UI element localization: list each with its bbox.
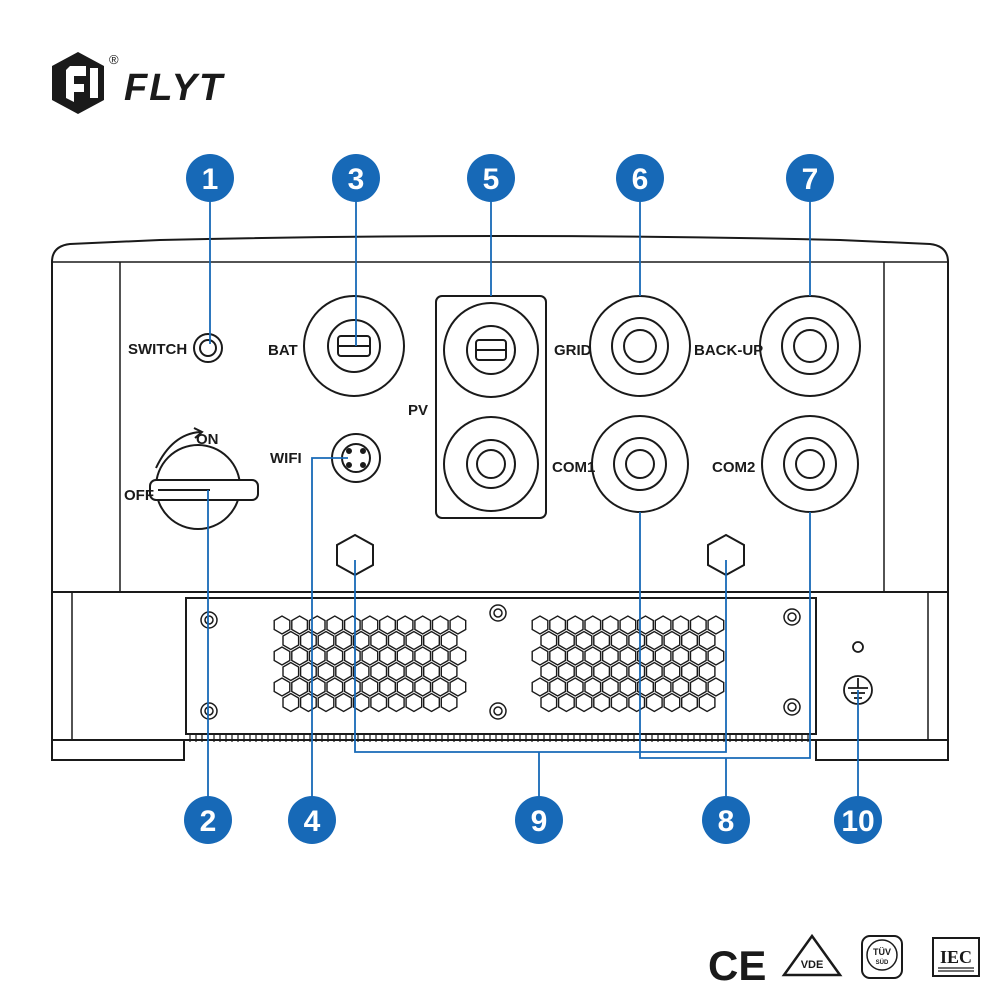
pv-port-group <box>435 295 547 519</box>
bat-port <box>303 295 405 397</box>
ce-mark: CE <box>708 942 766 989</box>
callout-4: 4 <box>288 796 336 844</box>
switch-label: SWITCH <box>128 341 187 358</box>
backup-label: BACK-UP <box>694 342 763 359</box>
callout-6: 6 <box>616 154 664 202</box>
callout-3: 3 <box>332 154 380 202</box>
callout-1-number: 1 <box>202 163 219 196</box>
rotary-switch-icon <box>149 427 259 530</box>
grid-port <box>589 295 691 397</box>
on-label: ON <box>196 431 219 448</box>
callout-8: 8 <box>702 796 750 844</box>
callout-9: 9 <box>515 796 563 844</box>
off-label: OFF <box>124 487 154 504</box>
callout-5-number: 5 <box>483 163 500 196</box>
fan-grille-icon <box>273 615 725 713</box>
tuv-mark: TÜV SÜD <box>861 935 903 979</box>
heatsink-fins <box>189 734 809 742</box>
callout-5: 5 <box>467 154 515 202</box>
tuv-text: TÜV <box>873 947 891 957</box>
callout-9-number: 9 <box>531 805 548 838</box>
callout-8-number: 8 <box>718 805 735 838</box>
leader-lines <box>207 198 859 800</box>
callout-10-number: 10 <box>841 805 874 838</box>
registered-mark: ® <box>109 52 119 67</box>
callouts: 1 3 5 6 7 2 4 9 8 10 <box>184 154 882 844</box>
tuv-sub-text: SÜD <box>876 959 889 966</box>
certification-marks: CE VDE TÜV SÜD IEC <box>708 933 980 989</box>
callout-3-number: 3 <box>348 163 365 196</box>
callout-7-number: 7 <box>802 163 819 196</box>
com1-port <box>591 415 689 513</box>
callout-1: 1 <box>186 154 234 202</box>
vent-plugs <box>336 533 745 577</box>
brand-name: FLYT <box>124 67 225 109</box>
com2-port <box>761 415 859 513</box>
bat-label: BAT <box>268 342 298 359</box>
backup-port <box>759 295 861 397</box>
iec-mark: IEC <box>932 937 980 977</box>
vde-mark: VDE <box>781 933 843 977</box>
grid-label: GRID <box>554 342 592 359</box>
pv-label: PV <box>408 402 428 419</box>
wifi-label: WIFI <box>270 450 302 467</box>
callout-4-number: 4 <box>304 805 321 838</box>
com1-label: COM1 <box>552 459 595 476</box>
switch-button <box>193 333 223 363</box>
flyt-logo-icon <box>52 52 104 114</box>
callout-10: 10 <box>834 796 882 844</box>
callout-6-number: 6 <box>632 163 649 196</box>
callout-2-number: 2 <box>200 805 217 838</box>
callout-2: 2 <box>184 796 232 844</box>
callout-7: 7 <box>786 154 834 202</box>
iec-text: IEC <box>940 947 972 967</box>
fan-plate-screws <box>200 604 801 720</box>
vde-text: VDE <box>801 959 824 971</box>
com2-label: COM2 <box>712 459 755 476</box>
brand-logo: FLYT ® <box>52 52 225 114</box>
